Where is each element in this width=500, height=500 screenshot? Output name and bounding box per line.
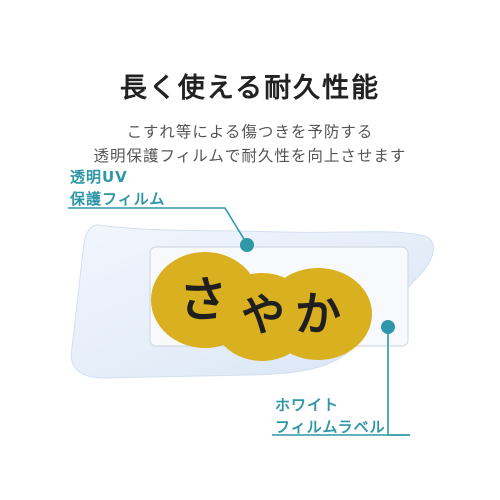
- white-label-callout-line-1: ホワイト: [275, 396, 340, 414]
- badge-char-ka: か: [295, 287, 341, 341]
- badge-char-ya: や: [241, 290, 285, 341]
- name-badge: [151, 252, 372, 361]
- white-label-marker-dot: [381, 320, 395, 334]
- uv-film-leader-line: [68, 207, 248, 245]
- subtitle-line-2: 透明保護フィルムで耐久性を向上させます: [93, 147, 407, 165]
- uv-film-callout-line-1: 透明UV: [70, 168, 128, 186]
- white-label-callout-line-2: フィルムラベル: [275, 418, 386, 436]
- uv-film-marker-dot: [240, 238, 254, 252]
- white-label-callout: ホワイト フィルムラベル: [275, 394, 386, 438]
- uv-film-callout: 透明UV 保護フィルム: [70, 166, 165, 210]
- badge-char-sa: さ: [179, 272, 227, 328]
- uv-film-callout-line-2: 保護フィルム: [70, 190, 166, 208]
- page-title: 長く使える耐久性能: [119, 73, 381, 104]
- subtitle-line-1: こすれ等による傷つきを予防する: [126, 123, 374, 141]
